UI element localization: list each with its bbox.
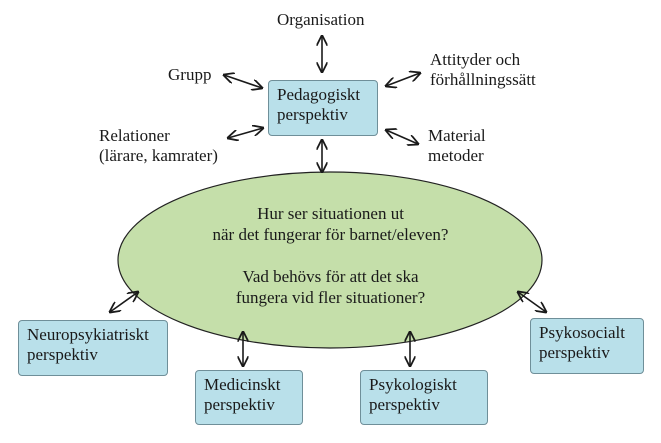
psykolog-line-2: perspektiv [369,395,440,414]
medicin-line-1: Medicinskt [204,375,281,394]
attityder-line-2: förhållningssätt [430,70,536,89]
center-line-3: Vad behövs för att det ska [242,267,419,286]
neuro-line-2: perspektiv [27,345,98,364]
label-grupp: Grupp [168,65,212,84]
psykosocialt-perspektiv-box: Psykosocialt perspektiv [530,318,644,374]
neuropsykiatriskt-perspektiv-box: Neuropsykiatriskt perspektiv [18,320,168,376]
center-question-1: Hur ser situationen ut när det fungerar … [0,203,661,245]
center-ellipse [117,171,543,349]
arrow-grupp [224,75,262,88]
psykosoc-line-2: perspektiv [539,343,610,362]
center-line-1: Hur ser situationen ut [257,204,404,223]
material-line-2: metoder [428,146,484,165]
medicin-line-2: perspektiv [204,395,275,414]
relationer-line-2: (lärare, kamrater) [99,146,218,165]
label-material: Material metoder [428,126,486,166]
label-organisation: Organisation [277,10,365,29]
pedagogiskt-line-1: Pedagogiskt [277,85,361,104]
label-relationer: Relationer (lärare, kamrater) [99,126,218,166]
pedagogiskt-line-2: perspektiv [277,105,348,124]
arrow-neuro [110,292,138,312]
arrow-material [386,130,418,144]
arrow-psykosoc [518,292,546,312]
neuro-line-1: Neuropsykiatriskt [27,325,149,344]
psykologiskt-perspektiv-box: Psykologiskt perspektiv [360,370,488,425]
center-question-2: Vad behövs för att det ska fungera vid f… [0,266,661,308]
material-line-1: Material [428,126,486,145]
arrow-relationer [228,128,263,138]
psykosoc-line-1: Psykosocialt [539,323,625,342]
arrow-attityder [386,73,420,86]
medicinskt-perspektiv-box: Medicinskt perspektiv [195,370,303,425]
center-line-4: fungera vid fler situationer? [235,288,426,307]
label-attityder: Attityder och förhållningssätt [430,50,536,90]
center-line-2: när det fungerar för barnet/eleven? [212,225,449,244]
pedagogiskt-perspektiv-box: Pedagogiskt perspektiv [268,80,378,136]
attityder-line-1: Attityder och [430,50,521,69]
psykolog-line-1: Psykologiskt [369,375,457,394]
relationer-line-1: Relationer [99,126,170,145]
